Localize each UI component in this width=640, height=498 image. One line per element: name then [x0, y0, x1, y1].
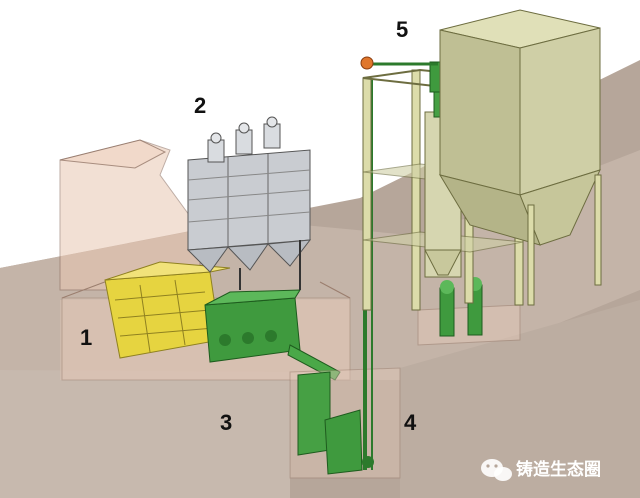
label-5: 5 [396, 17, 408, 42]
wechat-icon [481, 459, 512, 481]
label-2: 2 [194, 93, 206, 118]
shakeout-machine [104, 261, 231, 359]
ground-front [0, 370, 290, 498]
watermark: 铸造生态圈 [481, 459, 601, 481]
intake-hopper-top [59, 139, 167, 169]
dust-collector [186, 116, 312, 290]
storage-bin [438, 9, 602, 306]
watermark-text: 铸造生态圈 [516, 459, 601, 480]
label-3: 3 [220, 410, 232, 435]
label-1: 1 [80, 325, 92, 350]
label-4: 4 [404, 410, 417, 435]
ground-right-step [400, 300, 640, 498]
